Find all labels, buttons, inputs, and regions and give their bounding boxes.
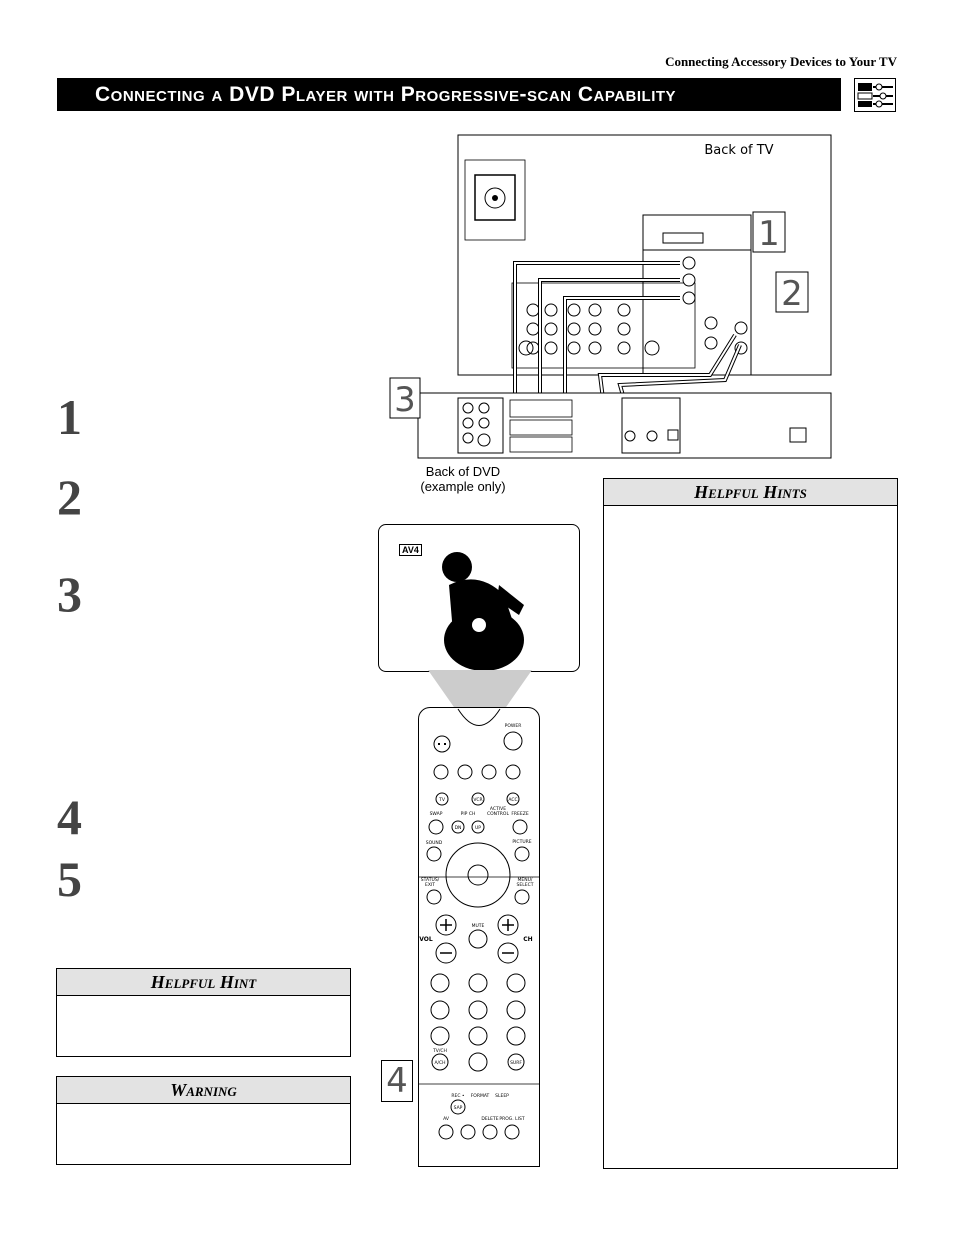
surf-label: SURF [510, 1060, 522, 1066]
step-number-1: 1 [57, 389, 82, 445]
sap-label: SAP [454, 1105, 463, 1111]
back-of-dvd-line1: Back of DVD [425, 464, 501, 479]
back-of-tv-label: Back of TV [704, 143, 773, 158]
pip-ch-label: PIP CH [461, 811, 476, 817]
helpful-hints-heading: Helpful Hints [604, 479, 897, 506]
section-header: Connecting Accessory Devices to Your TV [665, 54, 897, 69]
remote-control: POWER TV VCR ACC [418, 707, 540, 1167]
step-number-2: 2 [57, 469, 82, 525]
power-label: POWER [505, 723, 522, 729]
mute-label: MUTE [472, 923, 485, 929]
connection-icon [854, 78, 896, 112]
page-title: Connecting a DVD Player with Progressive… [57, 78, 841, 111]
freeze-label: FREEZE [511, 811, 528, 817]
vol-label: VOL [419, 936, 433, 943]
callout-1: 1 [758, 214, 780, 254]
rec-label: REC • [451, 1093, 464, 1099]
back-of-dvd-line2: (example only) [420, 479, 506, 494]
swap-label: SWAP [430, 811, 443, 817]
ch-label: CH [523, 936, 532, 943]
format-label: FORMAT [471, 1093, 490, 1099]
callout-2: 2 [781, 274, 803, 314]
av4-badge: AV4 [399, 544, 422, 556]
control-label: CONTROL [487, 811, 509, 817]
status-label: STATUS/ [421, 877, 440, 883]
football-player-image [442, 552, 524, 671]
up-label: UP [475, 825, 481, 831]
tv-screen: AV4 [378, 524, 580, 672]
projection-cone [428, 670, 532, 710]
sleep-label: SLEEP [495, 1093, 509, 1099]
step-number-4: 4 [57, 789, 82, 845]
warning-heading: Warning [57, 1077, 350, 1104]
acc-button-label: ACC [508, 797, 517, 803]
picture-label: PICTURE [512, 839, 531, 845]
prog-list-label: PROG. LIST [499, 1116, 524, 1122]
select-label: SELECT [517, 882, 534, 888]
a-ch-label: A/CH [434, 1060, 445, 1066]
av-label: AV [443, 1116, 450, 1122]
back-of-dvd-label: Back of DVD (example only) [403, 464, 523, 494]
exit-label: EXIT [425, 882, 435, 888]
callout-4: 4 [381, 1060, 413, 1102]
connection-diagram: 1 2 3 Back of TV [389, 134, 832, 459]
callout-3: 3 [394, 380, 416, 420]
tv-ch-label: TV/CH [432, 1048, 447, 1054]
delete-label: DELETE [481, 1116, 498, 1122]
step-number-5: 5 [57, 851, 82, 907]
helpful-hints-box: Helpful Hints [603, 478, 898, 1169]
warning-box: Warning [56, 1076, 351, 1165]
vcr-button-label: VCR [473, 797, 482, 803]
tv-button-label: TV [438, 797, 446, 803]
sound-label: SOUND [426, 840, 443, 846]
helpful-hint-heading: Helpful Hint [57, 969, 350, 996]
helpful-hint-box: Helpful Hint [56, 968, 351, 1057]
dn-label: DN [455, 825, 462, 831]
active-label: ACTIVE [490, 806, 506, 812]
menu-label: MENU/ [518, 877, 533, 883]
step-number-3: 3 [57, 566, 82, 622]
